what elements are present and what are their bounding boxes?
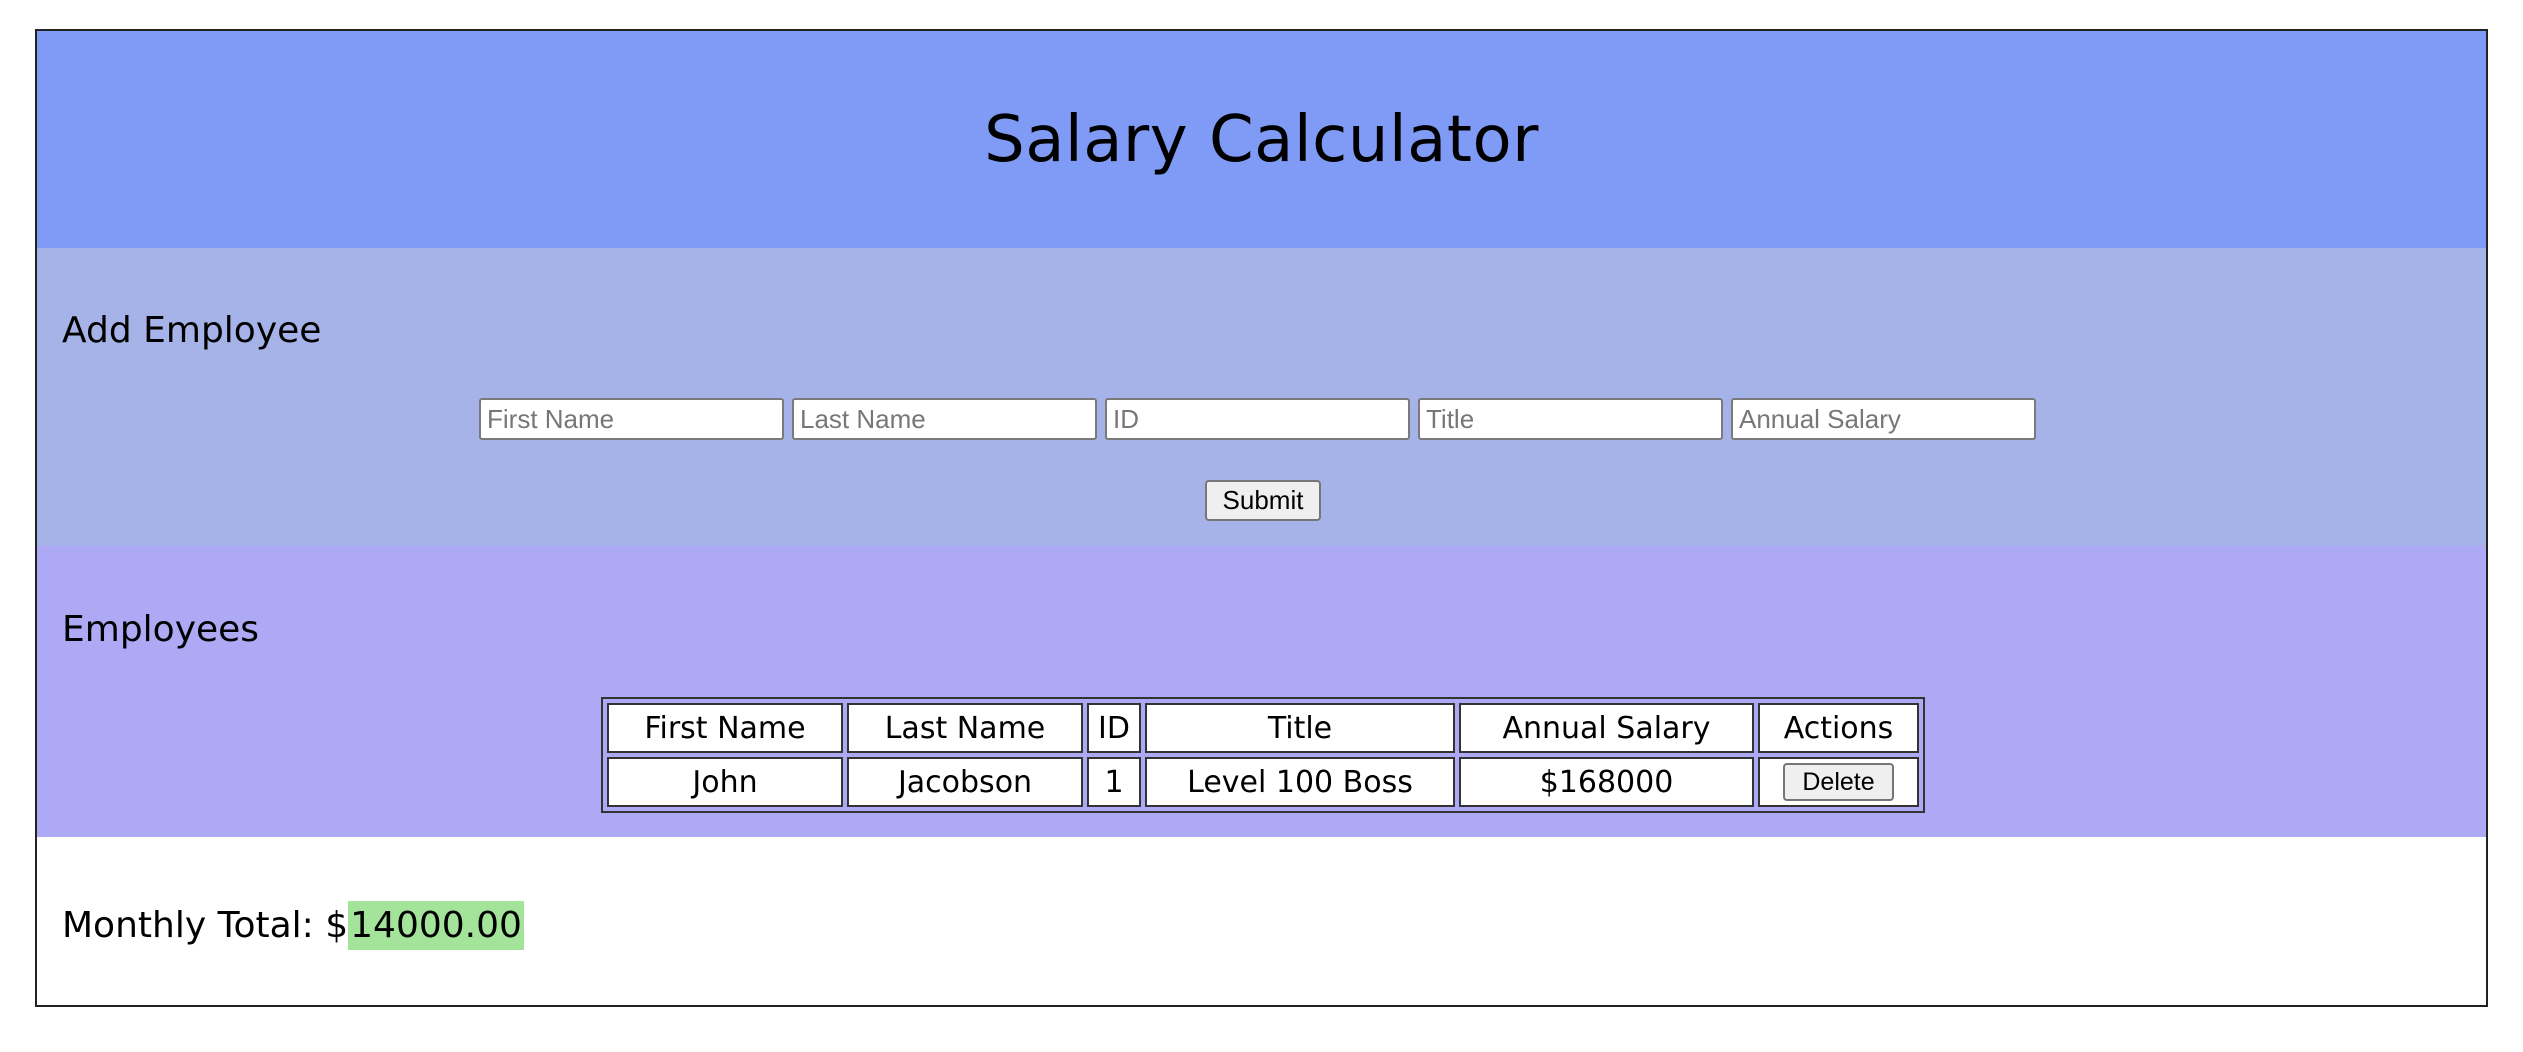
add-employee-heading: Add Employee bbox=[62, 310, 322, 351]
cell-id: 1 bbox=[1087, 757, 1141, 807]
id-input[interactable] bbox=[1105, 398, 1410, 440]
submit-button[interactable]: Submit bbox=[1205, 480, 1321, 521]
cell-first-name: John bbox=[607, 757, 843, 807]
column-header-title: Title bbox=[1145, 703, 1455, 753]
table-header-row: First Name Last Name ID Title Annual Sal… bbox=[607, 703, 1919, 753]
column-header-id: ID bbox=[1087, 703, 1141, 753]
delete-button[interactable]: Delete bbox=[1783, 763, 1894, 802]
cell-actions: Delete bbox=[1758, 757, 1919, 807]
page-header: Salary Calculator bbox=[37, 31, 2486, 248]
add-employee-section: Add Employee Submit bbox=[37, 248, 2486, 546]
column-header-actions: Actions bbox=[1758, 703, 1919, 753]
employees-section: Employees First Name Last Name ID Title … bbox=[37, 546, 2486, 837]
employee-form-inputs bbox=[479, 398, 2036, 440]
last-name-input[interactable] bbox=[792, 398, 1097, 440]
table-row: John Jacobson 1 Level 100 Boss $168000 D… bbox=[607, 757, 1919, 807]
employees-table: First Name Last Name ID Title Annual Sal… bbox=[601, 697, 1925, 813]
cell-annual-salary: $168000 bbox=[1459, 757, 1754, 807]
column-header-last-name: Last Name bbox=[847, 703, 1083, 753]
cell-title: Level 100 Boss bbox=[1145, 757, 1455, 807]
column-header-annual-salary: Annual Salary bbox=[1459, 703, 1754, 753]
monthly-total-value: 14000.00 bbox=[348, 901, 524, 950]
title-input[interactable] bbox=[1418, 398, 1723, 440]
monthly-total-section: Monthly Total: $14000.00 bbox=[37, 837, 2486, 1005]
page-title: Salary Calculator bbox=[984, 103, 1539, 177]
cell-last-name: Jacobson bbox=[847, 757, 1083, 807]
employees-heading: Employees bbox=[62, 609, 260, 650]
annual-salary-input[interactable] bbox=[1731, 398, 2036, 440]
monthly-total: Monthly Total: $14000.00 bbox=[62, 901, 524, 950]
monthly-total-label: Monthly Total: $ bbox=[62, 905, 349, 946]
app-container: Salary Calculator Add Employee Submit Em… bbox=[35, 29, 2488, 1007]
first-name-input[interactable] bbox=[479, 398, 784, 440]
column-header-first-name: First Name bbox=[607, 703, 843, 753]
